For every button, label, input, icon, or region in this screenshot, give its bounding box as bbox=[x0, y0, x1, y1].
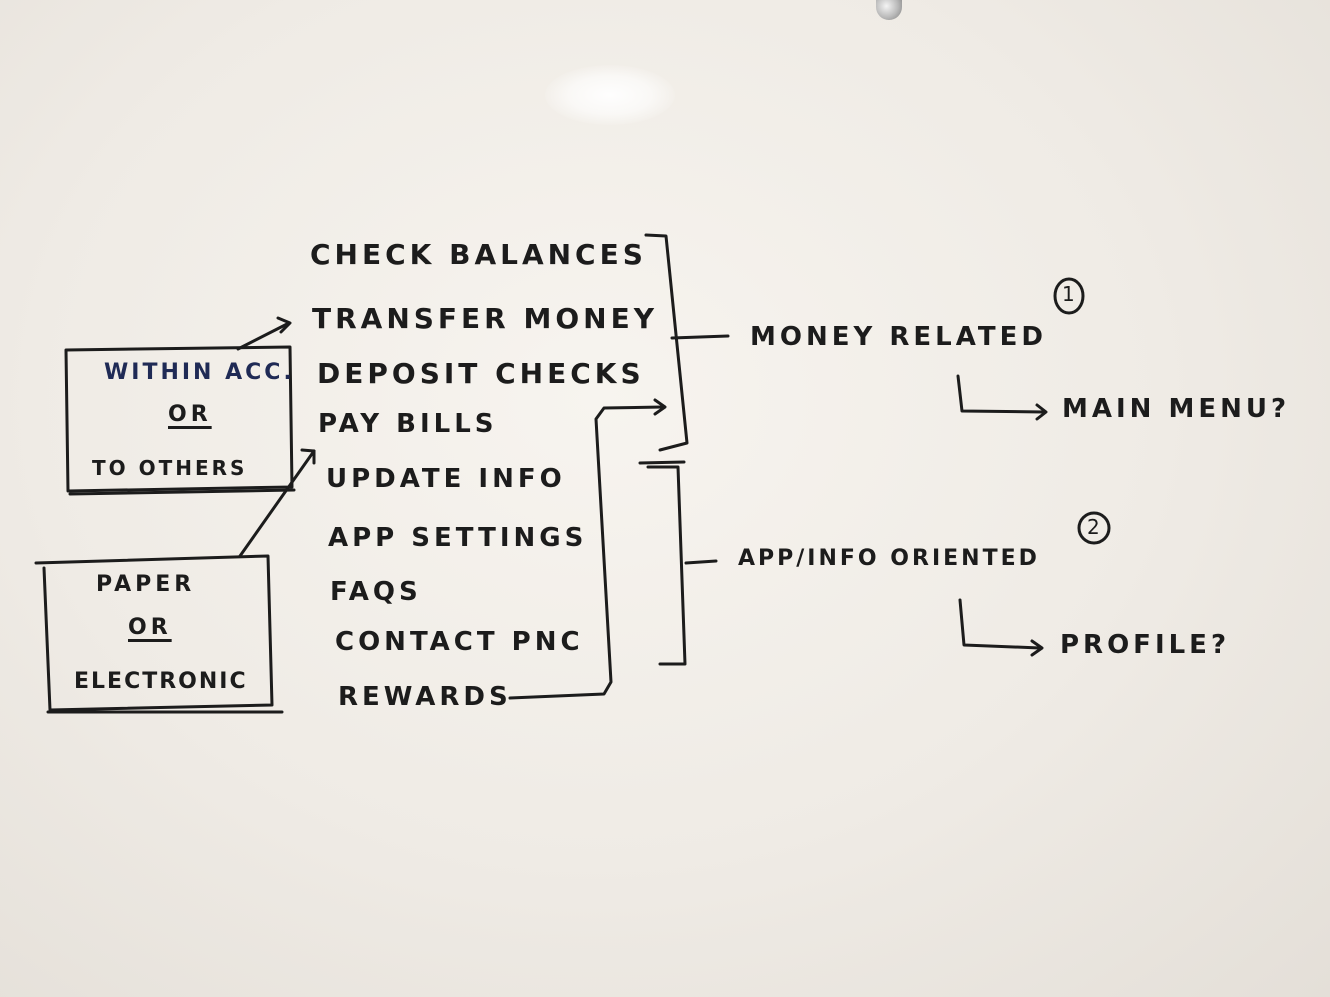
group-money-label: MONEY RELATED bbox=[750, 322, 1047, 352]
group-1-number: 1 bbox=[1062, 282, 1075, 306]
group-2-circle bbox=[1077, 511, 1111, 545]
app-bracket bbox=[646, 465, 687, 666]
transfer-arrow bbox=[236, 321, 291, 351]
app-bracket-stub bbox=[684, 559, 718, 565]
transfer-note-line3: TO OTHERS bbox=[92, 456, 248, 480]
money-bracket bbox=[644, 233, 689, 452]
group-1-circle bbox=[1053, 277, 1085, 315]
transfer-note-line2: OR bbox=[168, 402, 212, 427]
money-bracket-stub bbox=[670, 334, 730, 340]
feature-deposit-checks: DEPOSIT CHECKS bbox=[317, 357, 645, 390]
money-to-menu-arrow-head bbox=[1035, 403, 1048, 421]
transfer-note-box-shadow bbox=[68, 488, 296, 496]
transfer-note-line1: WITHIN ACC. bbox=[104, 360, 295, 385]
group-money-destination: MAIN MENU? bbox=[1062, 394, 1291, 424]
feature-pay-bills: PAY BILLS bbox=[318, 409, 498, 439]
deposit-note-line1: PAPER bbox=[96, 572, 196, 597]
deposit-arrow bbox=[238, 449, 316, 558]
feature-contact-pnc: CONTACT PNC bbox=[335, 627, 584, 657]
deposit-note-box bbox=[34, 554, 274, 712]
app-to-profile-arrow-head bbox=[1030, 639, 1044, 657]
feature-app-settings: APP SETTINGS bbox=[328, 523, 588, 553]
group-app-destination: PROFILE? bbox=[1060, 630, 1231, 660]
feature-faqs: FAQS bbox=[330, 577, 422, 607]
mounting-pin-icon bbox=[876, 0, 902, 20]
rewards-redirect-arrow-head bbox=[653, 398, 667, 416]
feature-update-info: UPDATE INFO bbox=[326, 464, 566, 494]
deposit-arrow-head bbox=[300, 448, 316, 465]
feature-rewards: REWARDS bbox=[338, 682, 512, 712]
transfer-note-box bbox=[64, 345, 294, 493]
transfer-arrow-head bbox=[276, 316, 292, 334]
rewards-redirect-arrow bbox=[508, 405, 664, 700]
money-to-menu-arrow bbox=[956, 374, 1046, 414]
group-2-number: 2 bbox=[1087, 515, 1100, 539]
deposit-note-line3: ELECTRONIC bbox=[74, 669, 248, 694]
feature-transfer-money: TRANSFER MONEY bbox=[312, 302, 658, 335]
money-bracket-end bbox=[638, 460, 686, 465]
app-to-profile-arrow bbox=[958, 598, 1042, 650]
deposit-note-line2: OR bbox=[128, 615, 172, 640]
feature-check-balances: CHECK BALANCES bbox=[310, 238, 647, 271]
light-glare bbox=[545, 65, 675, 125]
group-app-label: APP/INFO ORIENTED bbox=[738, 546, 1040, 571]
